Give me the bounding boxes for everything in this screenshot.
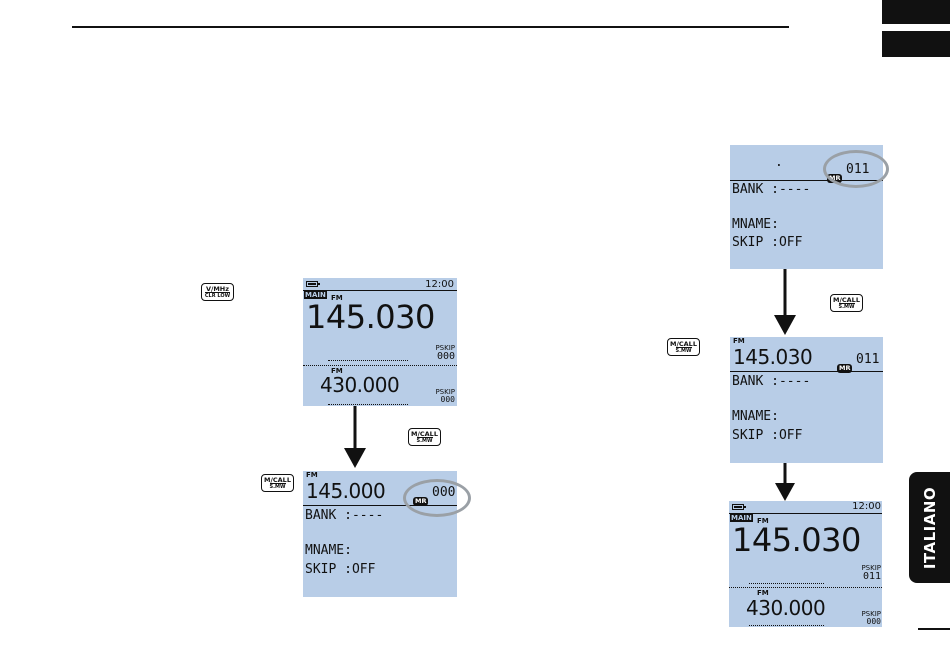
frequency-sub: 430.000 [320, 373, 400, 397]
pskip-sub-label: PSKIP [435, 388, 455, 396]
pskip-main-label: PSKIP [435, 344, 455, 352]
pskip-main-value: 011 [862, 571, 881, 582]
battery-icon [306, 281, 320, 287]
screen-divider [303, 505, 457, 506]
lcd-screen-vfo-return: 12:00 MAIN FM 145.030 PSKIP 011 FM 430.0… [729, 501, 882, 627]
bank-line: BANK :---- [732, 182, 811, 197]
mcall-key-3-top-label: M/CALL [833, 295, 860, 304]
frequency-main: 145.030 [306, 298, 435, 336]
mcall-key-3[interactable]: M/CALL S.MW [830, 294, 863, 312]
s-meter-main [328, 360, 408, 361]
corner-tab-bottom [882, 31, 950, 57]
lcd-screen-vfo: 12:00 MAIN FM 145.030 PSKIP 000 FM 430.0… [303, 278, 457, 406]
mode-sub: FM [757, 589, 769, 597]
mcall-key-2-bottom-label: S.MW [269, 483, 286, 490]
skip-line: SKIP :OFF [732, 235, 803, 250]
lcd-screen-memory-011-written: FM 145.030 MR 011 BANK :---- MNAME: SKIP… [730, 337, 883, 463]
mname-line: MNAME: [732, 217, 779, 232]
bank-line: BANK :---- [305, 508, 384, 523]
header-rule [72, 26, 789, 28]
mcall-key-4-bottom-label: S.MW [675, 347, 692, 354]
status-divider [729, 513, 882, 514]
highlight-ring-2 [823, 150, 889, 188]
screen-divider [730, 371, 883, 372]
mcall-key-1-bottom-label: S.MW [416, 437, 433, 444]
mode-main: FM [757, 517, 769, 525]
down-arrow-2 [774, 269, 796, 335]
frequency: 145.000 [306, 479, 386, 503]
language-tab: ITALIANO [909, 472, 950, 583]
corner-tab-top [882, 0, 950, 24]
language-tab-label: ITALIANO [920, 486, 939, 569]
skip-line: SKIP :OFF [305, 562, 376, 577]
mname-line: MNAME: [305, 543, 352, 558]
mcall-key-1[interactable]: M/CALL S.MW [408, 428, 441, 446]
mcall-key-1-top-label: M/CALL [411, 429, 438, 438]
footer-rule [918, 628, 950, 630]
band-label: MAIN [304, 291, 327, 299]
mode-label: FM [733, 337, 745, 345]
mr-indicator: MR [837, 355, 853, 374]
mode-main: FM [331, 294, 343, 302]
mname-line: MNAME: [732, 409, 779, 424]
vmhz-key[interactable]: V/MHz CLR LOW [201, 283, 234, 301]
s-meter-main [749, 583, 824, 584]
frequency: 145.030 [733, 345, 813, 369]
pskip-main-label: PSKIP [861, 564, 881, 572]
s-meter-sub [749, 625, 824, 626]
band-label: MAIN [730, 514, 753, 522]
band-divider [303, 365, 457, 367]
down-arrow-1 [344, 406, 366, 468]
frequency-sub: 430.000 [746, 596, 826, 620]
highlight-ring-1 [403, 479, 471, 517]
status-divider [303, 290, 457, 291]
mcall-key-4[interactable]: M/CALL S.MW [667, 338, 700, 356]
mcall-key-4-top-label: M/CALL [670, 339, 697, 348]
skip-line: SKIP :OFF [732, 428, 803, 443]
frequency-main: 145.030 [732, 521, 861, 559]
pskip-main-value: 000 [436, 351, 455, 362]
mcall-key-3-bottom-label: S.MW [838, 303, 855, 310]
clock: 12:00 [852, 501, 881, 512]
clock: 12:00 [425, 279, 454, 290]
memory-channel: 011 [856, 352, 880, 367]
down-arrow-3 [775, 463, 795, 501]
s-meter-sub [328, 404, 408, 405]
screen-divider [730, 180, 883, 181]
mcall-key-2-top-label: M/CALL [264, 475, 291, 484]
blank-frequency-dot: . [775, 155, 783, 170]
pskip-sub-label: PSKIP [861, 610, 881, 618]
mr-badge: MR [837, 364, 853, 373]
pskip-sub-value: 000 [440, 395, 455, 404]
band-divider [729, 587, 882, 589]
vmhz-key-top-label: V/MHz [205, 284, 230, 293]
mcall-key-2[interactable]: M/CALL S.MW [261, 474, 294, 492]
mode-sub: FM [331, 367, 343, 375]
vmhz-key-bottom-label: CLR LOW [204, 292, 231, 299]
pskip-sub-value: 000 [866, 617, 881, 626]
mode-label: FM [306, 471, 318, 479]
bank-line: BANK :---- [732, 374, 811, 389]
battery-icon [732, 504, 746, 510]
